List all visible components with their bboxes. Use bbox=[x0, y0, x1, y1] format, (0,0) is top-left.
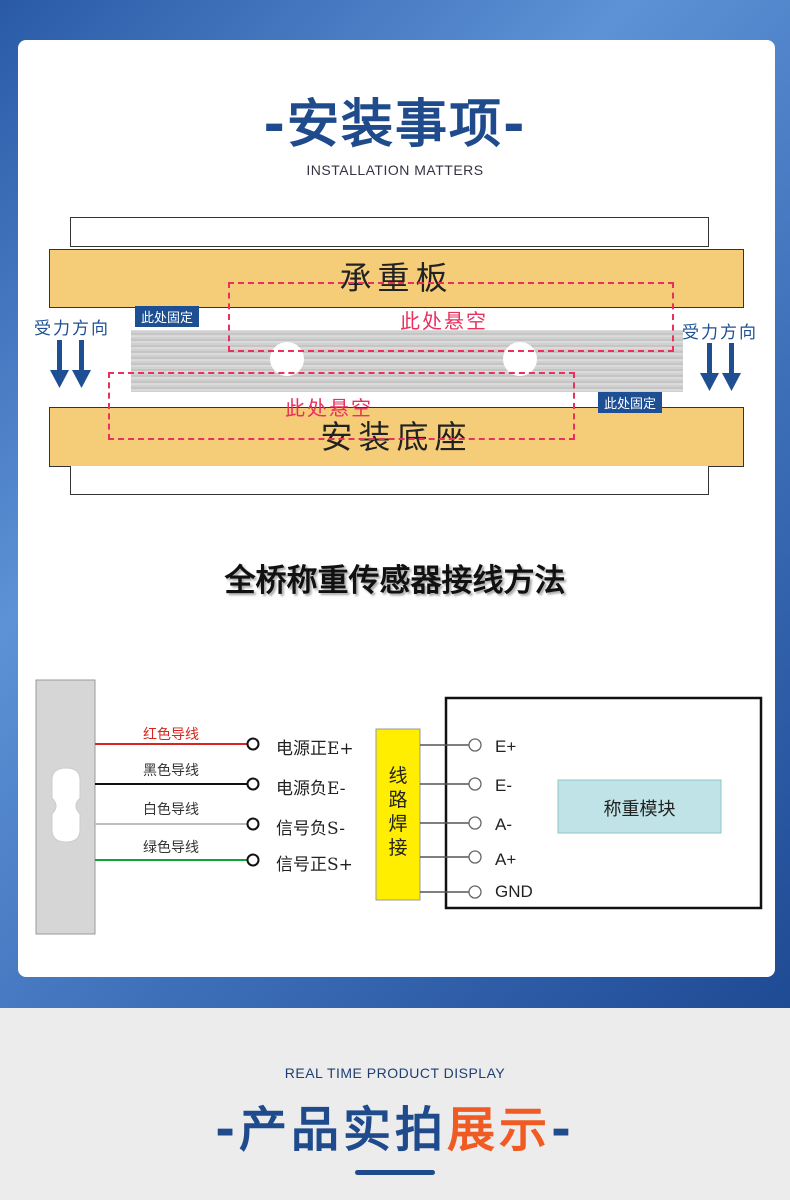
suspended-area-top bbox=[228, 282, 674, 352]
suspended-area-bottom bbox=[108, 372, 575, 440]
pin-label-e-minus: E- bbox=[495, 776, 512, 795]
terminal-label-s-minus: 信号负S- bbox=[276, 819, 346, 839]
weighing-module-box bbox=[557, 779, 722, 834]
wire-label-white: 白色导线 bbox=[143, 802, 199, 818]
pin-label-a-minus: A- bbox=[495, 815, 512, 834]
pin-label-e-plus: E+ bbox=[495, 737, 517, 756]
force-arrows-left-icon bbox=[50, 340, 91, 388]
force-arrows-right-icon bbox=[700, 343, 741, 391]
wire-label-red: 红色导线 bbox=[143, 727, 199, 743]
pin-circle bbox=[468, 816, 482, 830]
section-title-installation: -安装事项- bbox=[263, 95, 527, 155]
sensor-hole-right bbox=[503, 342, 537, 376]
wire-label-green: 绿色导线 bbox=[143, 840, 199, 856]
terminal-label-s-plus: 信号正S+ bbox=[276, 855, 353, 875]
terminal-circle bbox=[246, 777, 260, 791]
pin-circle bbox=[468, 885, 482, 899]
force-direction-left: 受力方向 bbox=[34, 319, 110, 339]
solder-box bbox=[375, 728, 421, 901]
pin-label-a-plus: A+ bbox=[495, 850, 517, 869]
wiring-diagram bbox=[35, 679, 763, 935]
terminal-circle bbox=[246, 853, 260, 867]
section-title-product-display: -产品实拍展示- bbox=[0, 1090, 790, 1160]
terminal-circle bbox=[246, 737, 260, 751]
top-outline-box bbox=[70, 217, 709, 247]
sensor-hole-left bbox=[270, 342, 304, 376]
pin-circle bbox=[468, 777, 482, 791]
section-subtitle-installation: INSTALLATION MATTERS bbox=[306, 162, 484, 178]
title-part-end: - bbox=[551, 1102, 575, 1158]
terminal-label-e-minus: 电源负E- bbox=[276, 779, 346, 799]
load-cell-bar bbox=[131, 330, 683, 392]
load-cell-hole bbox=[51, 767, 81, 843]
suspended-label-top: 此处悬空 bbox=[400, 309, 488, 333]
terminal-circle bbox=[246, 817, 260, 831]
pin-circle bbox=[468, 850, 482, 864]
bottom-outline-box bbox=[70, 466, 709, 495]
title-part-orange: 展示 bbox=[447, 1102, 552, 1158]
force-direction-right: 受力方向 bbox=[682, 323, 758, 343]
pin-circle bbox=[468, 738, 482, 752]
fixed-label-right: 此处固定 bbox=[598, 392, 663, 413]
wire-label-black: 黑色导线 bbox=[143, 763, 199, 779]
section-subtitle-product-display: REAL TIME PRODUCT DISPLAY bbox=[284, 1065, 506, 1081]
title-part-blue: -产品实拍 bbox=[215, 1102, 447, 1158]
load-plate: 承重板 bbox=[49, 249, 744, 308]
fixed-label-left: 此处固定 bbox=[135, 306, 200, 327]
weighing-module-label: 称重模块 bbox=[603, 799, 676, 820]
wiring-title: 全桥称重传感器接线方法 bbox=[224, 563, 566, 599]
title-underline bbox=[355, 1170, 435, 1175]
solder-box-label: 线 路 焊 接 bbox=[388, 765, 408, 859]
terminal-label-e-plus: 电源正E+ bbox=[276, 739, 354, 759]
suspended-label-bottom: 此处悬空 bbox=[285, 396, 373, 420]
pin-label-gnd: GND bbox=[495, 882, 533, 901]
